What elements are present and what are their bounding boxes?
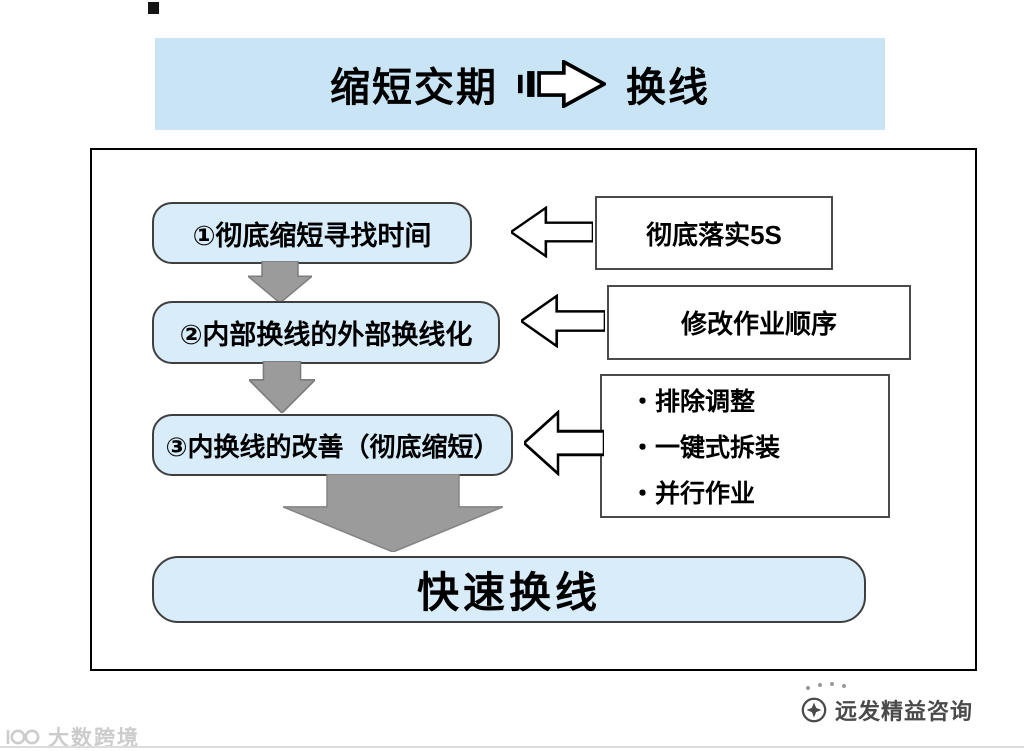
- result-label: 快速换线: [416, 569, 601, 616]
- star-in-circle-logo-icon: [801, 697, 827, 723]
- title-left-text: 缩短交期: [330, 66, 498, 110]
- note-2-text: 修改作业顺序: [680, 309, 837, 339]
- note-3-line-1: ・排除调整: [630, 388, 756, 416]
- scan-artifact: [148, 2, 159, 14]
- sparkle-dots: [806, 686, 810, 690]
- watermark-bottom-right: 远发精益咨询: [800, 694, 973, 726]
- result-box: 快速换线: [152, 556, 866, 623]
- title-right-arrow-icon: [518, 60, 606, 108]
- step-2-box: ②内部换线的外部换线化: [152, 301, 500, 364]
- step-2-label: ②内部换线的外部换线化: [179, 320, 473, 350]
- title-banner: 缩短交期 换线: [155, 38, 885, 130]
- big-down-arrow-icon: [283, 474, 503, 552]
- down-arrow-icon-1: [248, 261, 312, 303]
- step-1-label: ①彻底缩短寻找时间: [192, 220, 432, 251]
- left-arrow-icon-2: [521, 294, 605, 348]
- note-1-text: 彻底落实5S: [646, 219, 782, 250]
- watermark-bottom-left: 大数跨境: [6, 722, 140, 751]
- note-3-line-2: ・一键式拆装: [630, 434, 781, 462]
- note-1-box: 彻底落实5S: [595, 196, 833, 270]
- left-arrow-icon-1: [511, 206, 593, 258]
- step-3-label: ③内换线的改善（彻底缩短）: [165, 431, 500, 462]
- step-1-box: ①彻底缩短寻找时间: [152, 202, 472, 264]
- title-right-text: 换线: [626, 66, 710, 110]
- down-arrow-icon-2: [249, 361, 315, 413]
- step-3-box: ③内换线的改善（彻底缩短）: [152, 414, 513, 476]
- note-3-box: ・排除调整 ・一键式拆装 ・并行作业: [600, 374, 890, 518]
- left-arrow-icon-3: [524, 410, 604, 476]
- note-2-box: 修改作业顺序: [607, 285, 911, 360]
- watermark-right-text: 远发精益咨询: [835, 699, 974, 724]
- bottom-divider: [0, 746, 1024, 748]
- note-3-line-3: ・并行作业: [630, 480, 756, 508]
- overlapping-circles-logo-icon: [6, 729, 40, 745]
- watermark-left-text: 大数跨境: [48, 727, 140, 750]
